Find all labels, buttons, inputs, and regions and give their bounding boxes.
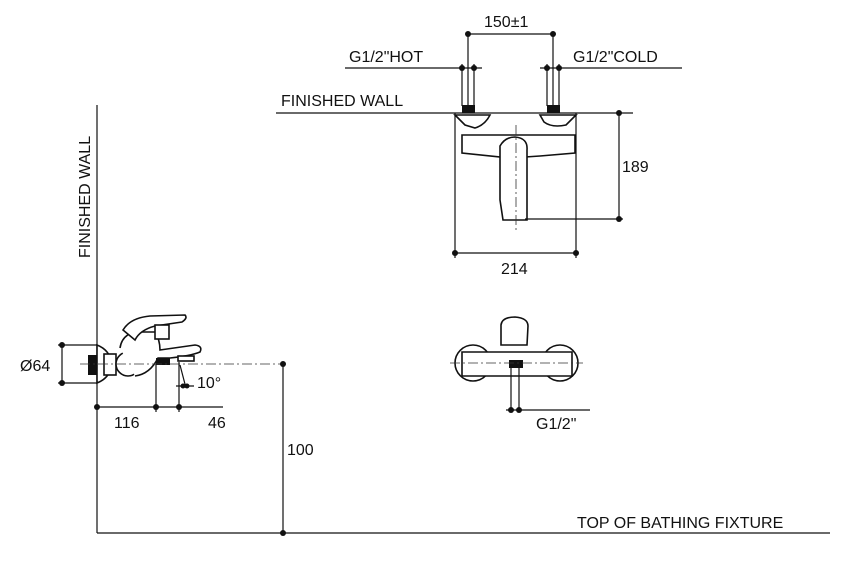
projection-dimension: 189 bbox=[622, 159, 649, 176]
hot-inlet-label: G1/2"HOT bbox=[349, 49, 423, 66]
side-view-faucet bbox=[88, 314, 202, 385]
inlet-spacing-dimension: 150±1 bbox=[484, 14, 528, 31]
spout-length-dimension: 116 bbox=[114, 415, 140, 432]
finished-wall-label-top: FINISHED WALL bbox=[281, 93, 403, 110]
width-dimension: 214 bbox=[501, 261, 528, 278]
cold-inlet-label: G1/2"COLD bbox=[573, 49, 658, 66]
top-view-faucet bbox=[453, 105, 578, 221]
top-of-bathing-fixture-label: TOP OF BATHING FIXTURE bbox=[577, 515, 783, 532]
flange-diameter-dimension: Ø64 bbox=[20, 358, 50, 375]
front-view-faucet bbox=[454, 316, 579, 382]
spout-angle-dimension: 10° bbox=[197, 375, 221, 392]
spout-offset-dimension: 46 bbox=[208, 415, 226, 432]
outlet-thread-label: G1/2" bbox=[536, 416, 576, 433]
height-dimension: 100 bbox=[287, 442, 314, 459]
finished-wall-label-side: FINISHED WALL bbox=[77, 136, 94, 258]
